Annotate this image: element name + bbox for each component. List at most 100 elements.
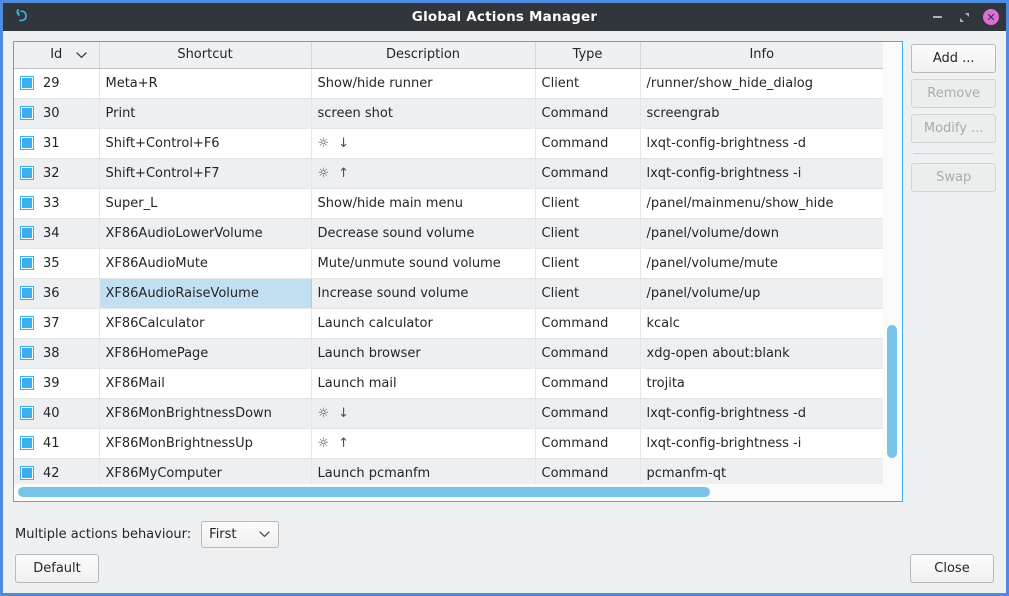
enabled-checkbox-icon[interactable] (20, 196, 34, 210)
cell-type[interactable]: Command (535, 338, 641, 369)
add-button[interactable]: Add ... (911, 44, 996, 73)
cell-id[interactable]: 29 (14, 68, 100, 99)
cell-description[interactable]: ☼↓ (311, 398, 536, 429)
cell-description[interactable]: Launch calculator (311, 308, 536, 339)
cell-shortcut[interactable]: XF86AudioLowerVolume (99, 218, 312, 249)
cell-shortcut-selected[interactable]: XF86AudioRaiseVolume (99, 278, 312, 309)
close-button[interactable]: Close (910, 554, 994, 583)
enabled-checkbox-icon[interactable] (20, 466, 34, 480)
cell-type[interactable]: Client (535, 248, 641, 279)
cell-description[interactable]: ☼↑ (311, 158, 536, 189)
cell-shortcut[interactable]: XF86MonBrightnessUp (99, 428, 312, 459)
cell-type[interactable]: Command (535, 368, 641, 399)
enabled-checkbox-icon[interactable] (20, 256, 34, 270)
cell-id[interactable]: 40 (14, 398, 100, 429)
enabled-checkbox-icon[interactable] (20, 226, 34, 240)
enabled-checkbox-icon[interactable] (20, 286, 34, 300)
cell-type[interactable]: Command (535, 458, 641, 486)
cell-id[interactable]: 35 (14, 248, 100, 279)
cell-info[interactable]: /panel/volume/down (640, 218, 883, 249)
multiple-actions-behaviour-select[interactable]: First (201, 520, 280, 548)
cell-type[interactable]: Command (535, 98, 641, 129)
swap-button[interactable]: Swap (911, 163, 996, 192)
cell-id[interactable]: 41 (14, 428, 100, 459)
cell-type[interactable]: Command (535, 308, 641, 339)
cell-id[interactable]: 32 (14, 158, 100, 189)
column-header-info[interactable]: Info (640, 42, 883, 69)
cell-info[interactable]: pcmanfm-qt (640, 458, 883, 486)
cell-type[interactable]: Client (535, 278, 641, 309)
enabled-checkbox-icon[interactable] (20, 346, 34, 360)
enabled-checkbox-icon[interactable] (20, 76, 34, 90)
cell-description[interactable]: ☼↑ (311, 428, 536, 459)
cell-info[interactable]: xdg-open about:blank (640, 338, 883, 369)
cell-description[interactable]: Increase sound volume (311, 278, 536, 309)
cell-shortcut[interactable]: XF86HomePage (99, 338, 312, 369)
cell-description[interactable]: Show/hide runner (311, 68, 536, 99)
enabled-checkbox-icon[interactable] (20, 166, 34, 180)
default-button[interactable]: Default (15, 554, 99, 583)
enabled-checkbox-icon[interactable] (20, 376, 34, 390)
cell-type[interactable]: Command (535, 428, 641, 459)
cell-type[interactable]: Client (535, 68, 641, 99)
cell-type[interactable]: Command (535, 128, 641, 159)
cell-shortcut[interactable]: Print (99, 98, 312, 129)
maximize-icon[interactable] (956, 9, 972, 25)
window-titlebar[interactable]: Global Actions Manager ✕ (3, 0, 1006, 31)
horizontal-scrollbar-thumb[interactable] (18, 487, 710, 497)
vertical-scrollbar-thumb[interactable] (887, 325, 898, 458)
cell-info[interactable]: lxqt-config-brightness -d (640, 128, 883, 159)
cell-info[interactable]: lxqt-config-brightness -i (640, 158, 883, 189)
cell-description[interactable]: Launch mail (311, 368, 536, 399)
column-header-id[interactable]: Id (14, 42, 100, 69)
cell-type[interactable]: Client (535, 188, 641, 219)
cell-shortcut[interactable]: XF86MonBrightnessDown (99, 398, 312, 429)
cell-id[interactable]: 37 (14, 308, 100, 339)
cell-description[interactable]: Decrease sound volume (311, 218, 536, 249)
enabled-checkbox-icon[interactable] (20, 106, 34, 120)
cell-description[interactable]: ☼↓ (311, 128, 536, 159)
cell-shortcut[interactable]: XF86Mail (99, 368, 312, 399)
cell-info[interactable]: /panel/mainmenu/show_hide (640, 188, 883, 219)
column-header-description[interactable]: Description (311, 42, 536, 69)
column-header-type[interactable]: Type (535, 42, 641, 69)
cell-type[interactable]: Command (535, 398, 641, 429)
cell-id[interactable]: 42 (14, 458, 100, 486)
cell-type[interactable]: Command (535, 158, 641, 189)
enabled-checkbox-icon[interactable] (20, 406, 34, 420)
cell-id[interactable]: 33 (14, 188, 100, 219)
cell-info[interactable]: trojita (640, 368, 883, 399)
minimize-icon[interactable] (929, 9, 945, 25)
cell-description[interactable]: Show/hide main menu (311, 188, 536, 219)
cell-id[interactable]: 30 (14, 98, 100, 129)
cell-shortcut[interactable]: Shift+Control+F6 (99, 128, 312, 159)
cell-info[interactable]: /panel/volume/mute (640, 248, 883, 279)
cell-info[interactable]: lxqt-config-brightness -d (640, 398, 883, 429)
enabled-checkbox-icon[interactable] (20, 136, 34, 150)
cell-info[interactable]: kcalc (640, 308, 883, 339)
column-header-shortcut[interactable]: Shortcut (99, 42, 312, 69)
cell-shortcut[interactable]: XF86Calculator (99, 308, 312, 339)
cell-description[interactable]: screen shot (311, 98, 536, 129)
cell-shortcut[interactable]: XF86AudioMute (99, 248, 312, 279)
cell-id[interactable]: 36 (14, 278, 100, 309)
cell-description[interactable]: Launch browser (311, 338, 536, 369)
cell-info[interactable]: lxqt-config-brightness -i (640, 428, 883, 459)
close-icon[interactable]: ✕ (983, 9, 999, 25)
cell-info[interactable]: screengrab (640, 98, 883, 129)
remove-button[interactable]: Remove (911, 79, 996, 108)
cell-shortcut[interactable]: Meta+R (99, 68, 312, 99)
cell-description[interactable]: Mute/unmute sound volume (311, 248, 536, 279)
